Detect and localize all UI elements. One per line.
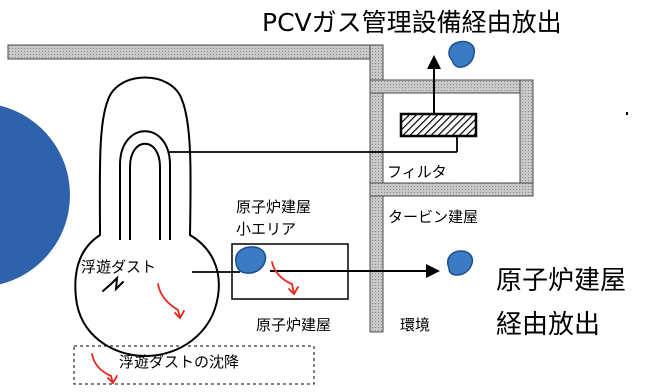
pressure-vessel <box>119 130 171 240</box>
dust-particle-icon <box>448 40 476 68</box>
zigzag-mark <box>102 275 124 292</box>
building-release-label-line2: 経由放出 <box>496 310 601 340</box>
small-area-label-line1: 原子炉建屋 <box>236 198 312 216</box>
settling-arrow-icon <box>271 261 299 296</box>
pcv-release-arrowhead <box>427 55 441 69</box>
environment-label: 環境 <box>400 316 431 334</box>
building-release-arrowhead <box>426 264 440 278</box>
filter-box-bottom-wall <box>369 182 534 197</box>
turbine-building-label: タービン建屋 <box>388 208 479 226</box>
edge-mark <box>626 112 628 115</box>
reactor-building-label: 原子炉建屋 <box>256 316 332 334</box>
filter-label: フィルタ <box>387 163 447 181</box>
top-wall <box>7 44 381 60</box>
small-area-label-line2: 小エリア <box>236 220 297 238</box>
pcv-release-label: PCVガス管理設備経由放出 <box>262 8 562 37</box>
legend-box <box>73 345 315 385</box>
dust-particle-icon <box>235 246 267 274</box>
settling-arrow-icon <box>157 283 185 320</box>
legend-settling-label: 浮遊ダストの沈降 <box>119 353 240 371</box>
legend-settling-arrow-icon <box>91 353 118 385</box>
floating-dust-label: 浮遊ダスト <box>81 258 157 276</box>
filter-box-top-wall <box>369 79 534 94</box>
dust-particle-icon <box>447 250 474 276</box>
blue-circle <box>0 105 70 285</box>
filter-box-right-wall <box>519 79 534 196</box>
building-release-label-line1: 原子炉建屋 <box>496 266 627 296</box>
filter-element <box>399 112 478 138</box>
containment-vessel <box>74 76 220 358</box>
pressure-vessel-inner <box>129 142 161 240</box>
